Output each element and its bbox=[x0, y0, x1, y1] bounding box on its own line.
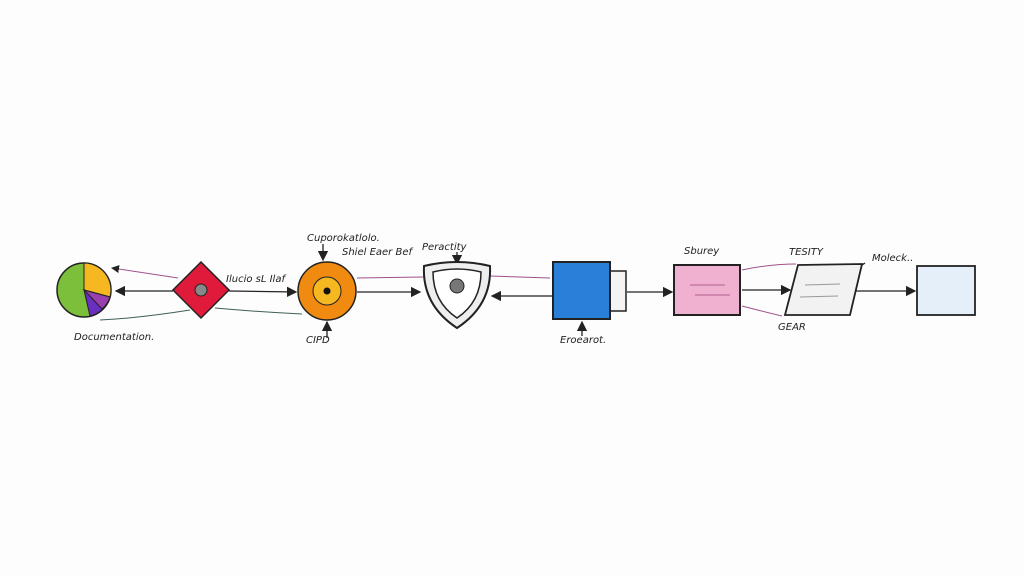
connectors bbox=[99, 244, 917, 338]
label-diamond-note: Ilucio sL Ilaf bbox=[226, 274, 286, 285]
label-shield: Peractity bbox=[422, 242, 468, 253]
target-circle-node bbox=[297, 261, 357, 321]
pink-box-node bbox=[673, 264, 741, 316]
label-circle-bottom: CIPD bbox=[306, 335, 330, 346]
diamond-node bbox=[171, 260, 231, 320]
blue-box-node bbox=[552, 261, 627, 320]
label-circle-side: Shiel Eaer Bef bbox=[342, 247, 413, 258]
label-pink-box: Sburey bbox=[684, 246, 720, 257]
label-blue-box: Eroearot. bbox=[560, 335, 606, 346]
pie-chart-node bbox=[56, 262, 112, 318]
label-parallelogram-top: TESITY bbox=[789, 247, 824, 258]
label-circle-top: Cuporokatlolo. bbox=[307, 233, 380, 244]
label-last-box: Moleck.. bbox=[872, 253, 913, 264]
parallelogram-node bbox=[783, 263, 864, 316]
light-blue-box-node bbox=[916, 265, 976, 316]
shield-icon bbox=[422, 261, 492, 330]
label-documentation: Documentation. bbox=[74, 332, 154, 343]
label-parallelogram-bottom: GEAR bbox=[778, 322, 806, 333]
